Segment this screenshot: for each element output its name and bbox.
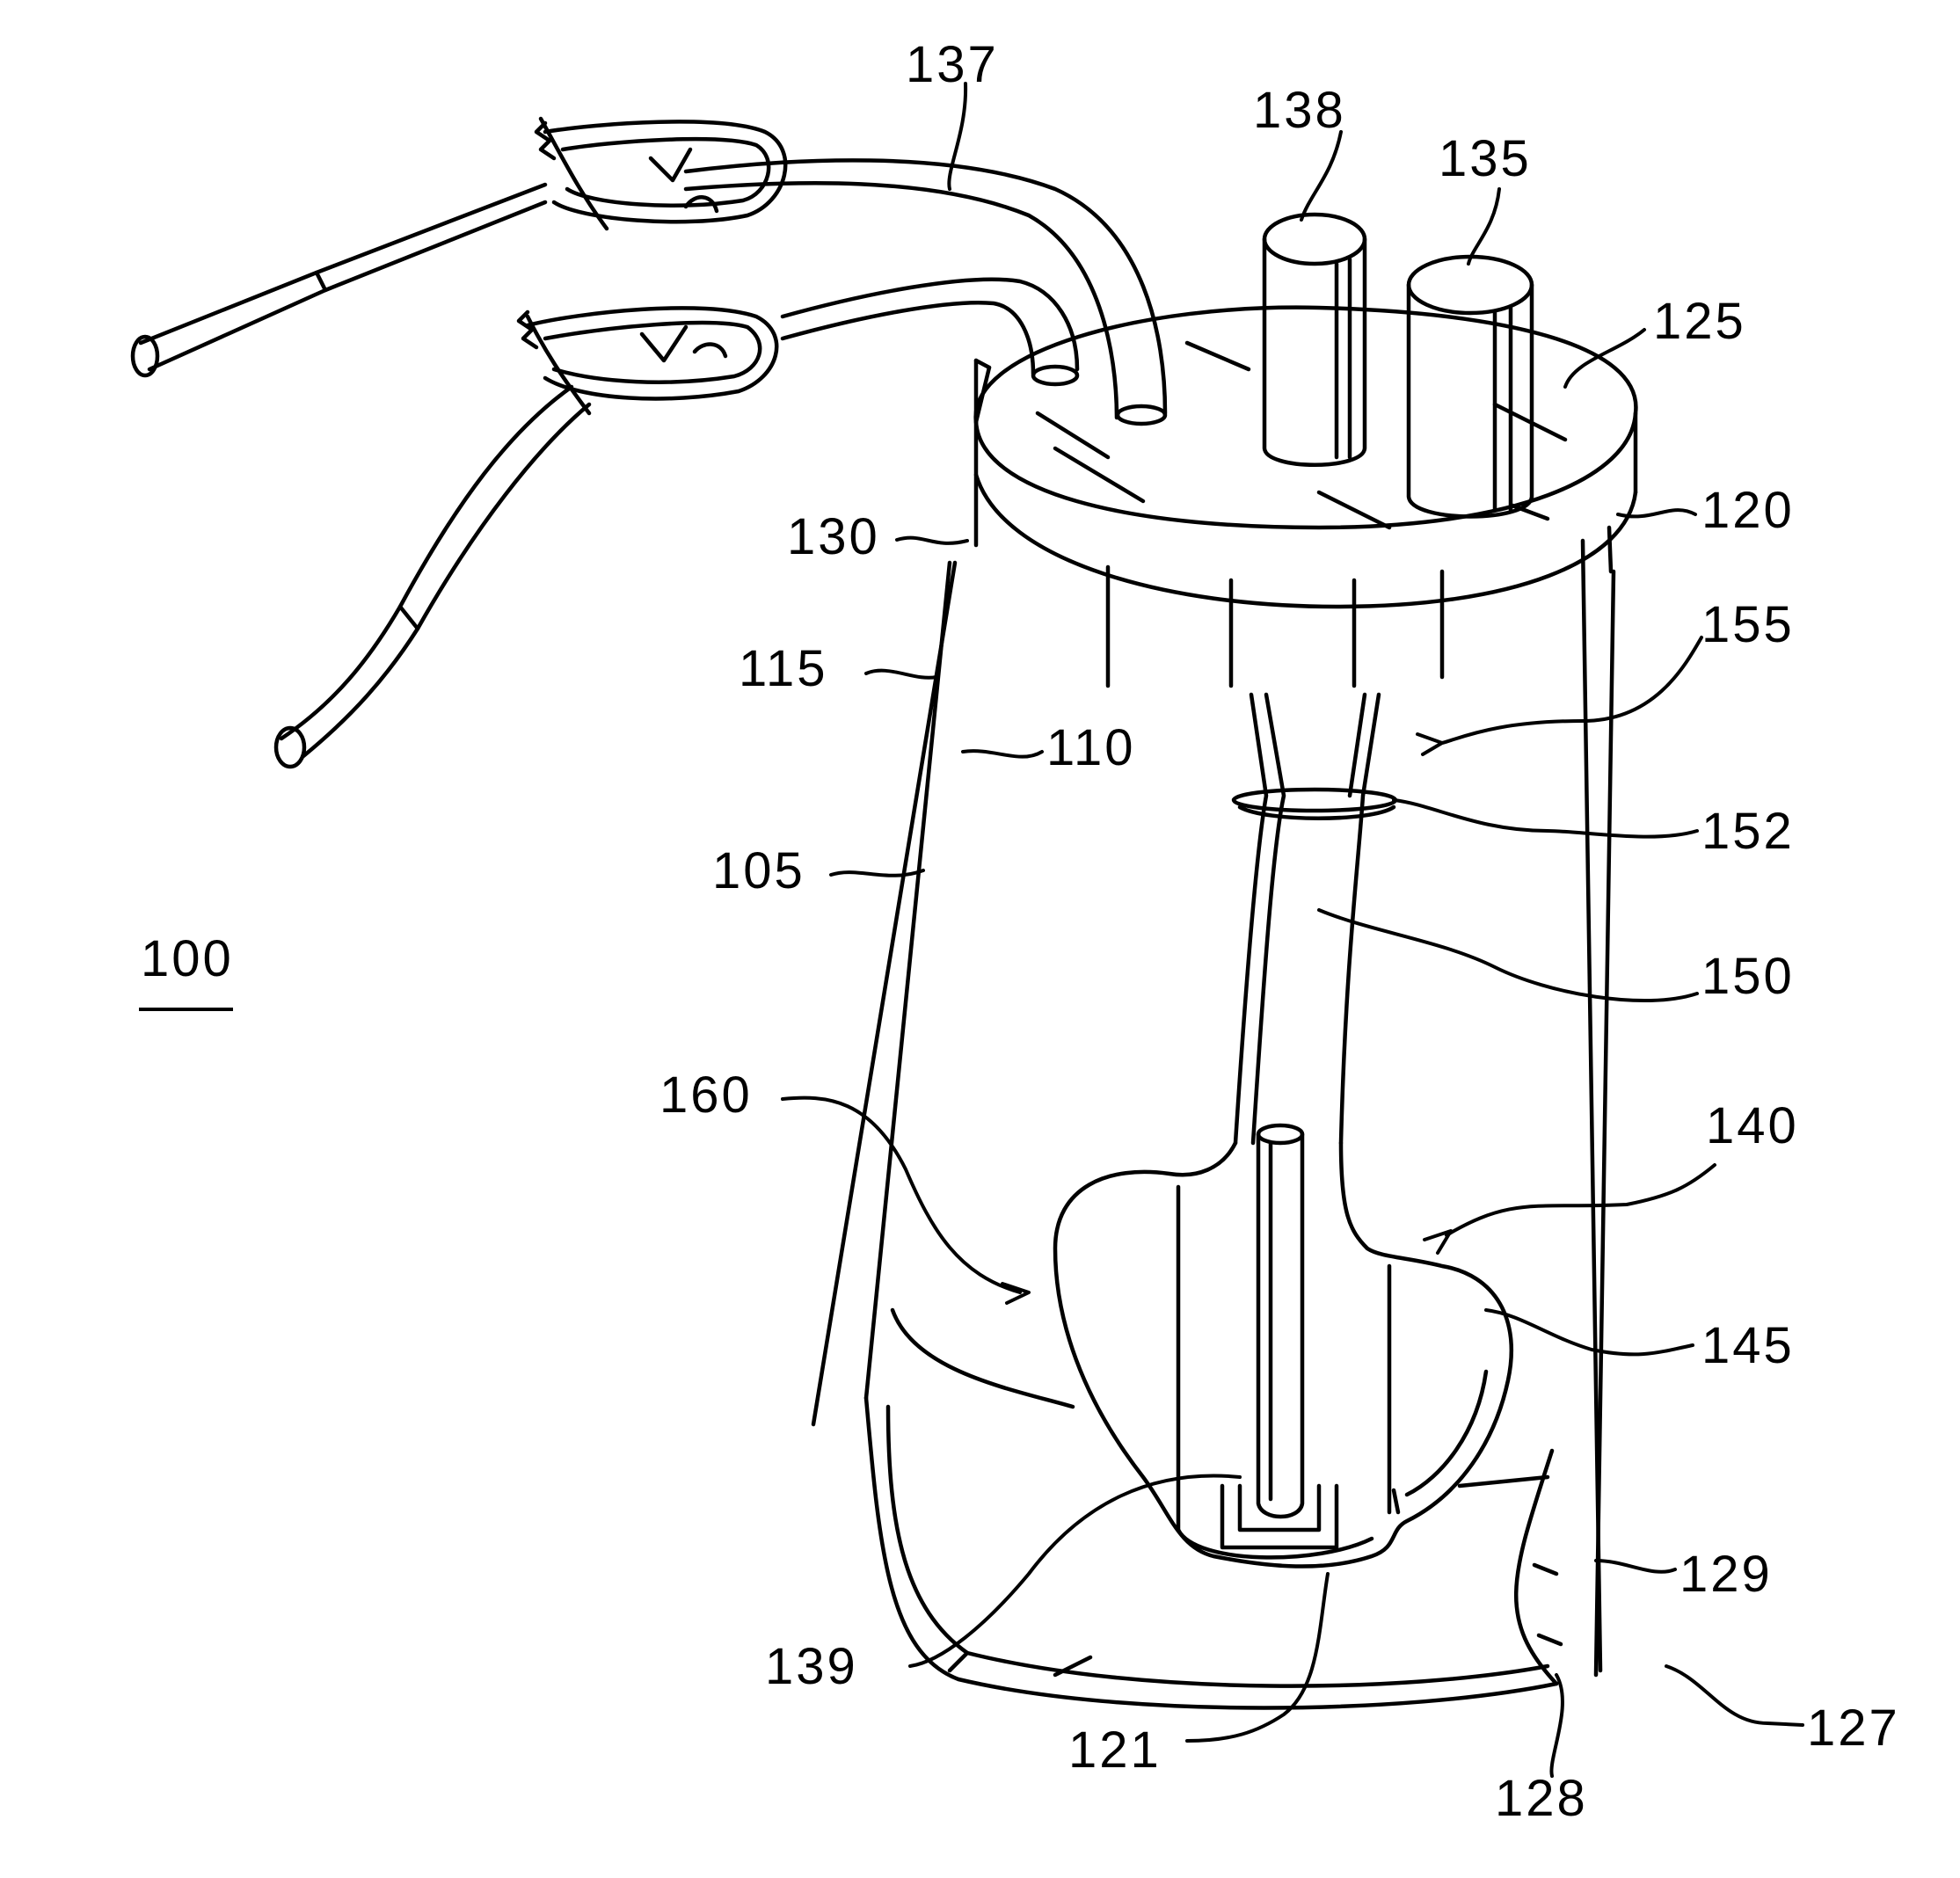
ref-120: 120	[1701, 482, 1795, 539]
ref-121: 121	[1068, 1722, 1162, 1779]
ref-127: 127	[1807, 1700, 1900, 1757]
ref-155: 155	[1701, 596, 1795, 653]
ref-139: 139	[765, 1638, 858, 1695]
port-cylinder-135	[1409, 257, 1532, 517]
tube-upper	[133, 160, 1165, 424]
pouch	[1055, 1143, 1512, 1567]
figure-label: 100	[139, 930, 234, 1009]
ref-140: 140	[1706, 1097, 1799, 1154]
tube-clamp-upper	[536, 119, 785, 229]
tube-lower	[276, 280, 1077, 767]
ref-138: 138	[1253, 82, 1346, 139]
ref-152: 152	[1701, 803, 1795, 860]
stem-and-ring	[1234, 695, 1395, 1143]
ref-125: 125	[1653, 293, 1746, 350]
ref-150: 150	[1701, 948, 1795, 1005]
ref-129: 129	[1679, 1546, 1773, 1603]
ref-145: 145	[1701, 1317, 1795, 1374]
ref-130: 130	[787, 508, 880, 565]
ref-105: 105	[712, 842, 805, 899]
lid	[976, 308, 1636, 686]
ref-137: 137	[906, 36, 999, 93]
inner-rod	[1258, 1125, 1302, 1517]
ref-160: 160	[659, 1066, 753, 1124]
ref-110: 110	[1046, 719, 1135, 776]
figure-number: 100	[141, 930, 234, 987]
ref-115: 115	[739, 640, 827, 697]
outer-bag	[813, 528, 1614, 1708]
leader-lines	[783, 84, 1803, 1776]
ref-135: 135	[1439, 130, 1532, 187]
ref-128: 128	[1495, 1770, 1588, 1827]
port-cylinder-138	[1264, 215, 1365, 465]
